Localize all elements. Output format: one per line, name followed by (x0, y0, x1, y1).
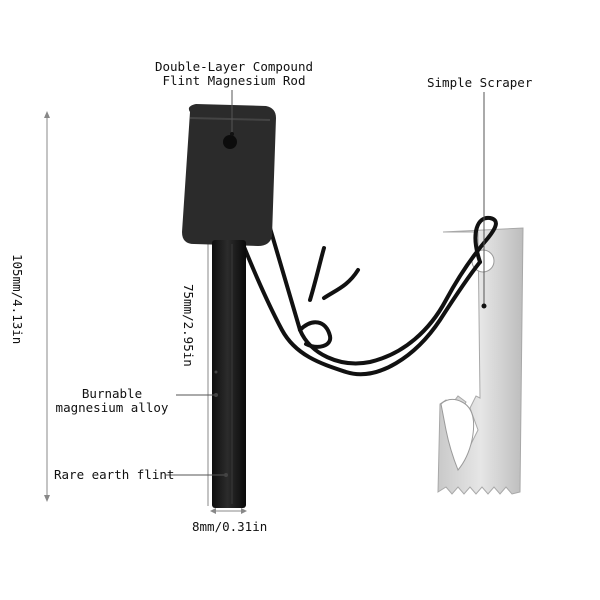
scraper (437, 227, 524, 495)
overall-length-dimension-line (44, 111, 50, 502)
rod-handle (182, 104, 276, 246)
diameter-dimension-line (210, 508, 247, 514)
rod-title-line2: Flint Magnesium Rod (162, 73, 306, 88)
rod-length-label: 75mm/2.95in (181, 284, 196, 367)
magnesium-label: Burnable magnesium alloy (52, 387, 172, 415)
scraper-label: Simple Scraper (427, 75, 533, 90)
overall-length-label: 105mm/4.13in (10, 254, 25, 345)
flint-rod (212, 240, 246, 508)
magnesium-line2: magnesium alloy (55, 400, 169, 415)
leader-lines (166, 90, 487, 477)
rod-title-line1: Double-Layer Compound (154, 59, 314, 74)
flint-label: Rare earth flint (54, 467, 175, 482)
magnesium-line1: Burnable (81, 386, 143, 401)
rod-title-label: Double-Layer Compound Flint Magnesium Ro… (140, 60, 328, 88)
diameter-label: 8mm/0.31in (192, 519, 268, 534)
